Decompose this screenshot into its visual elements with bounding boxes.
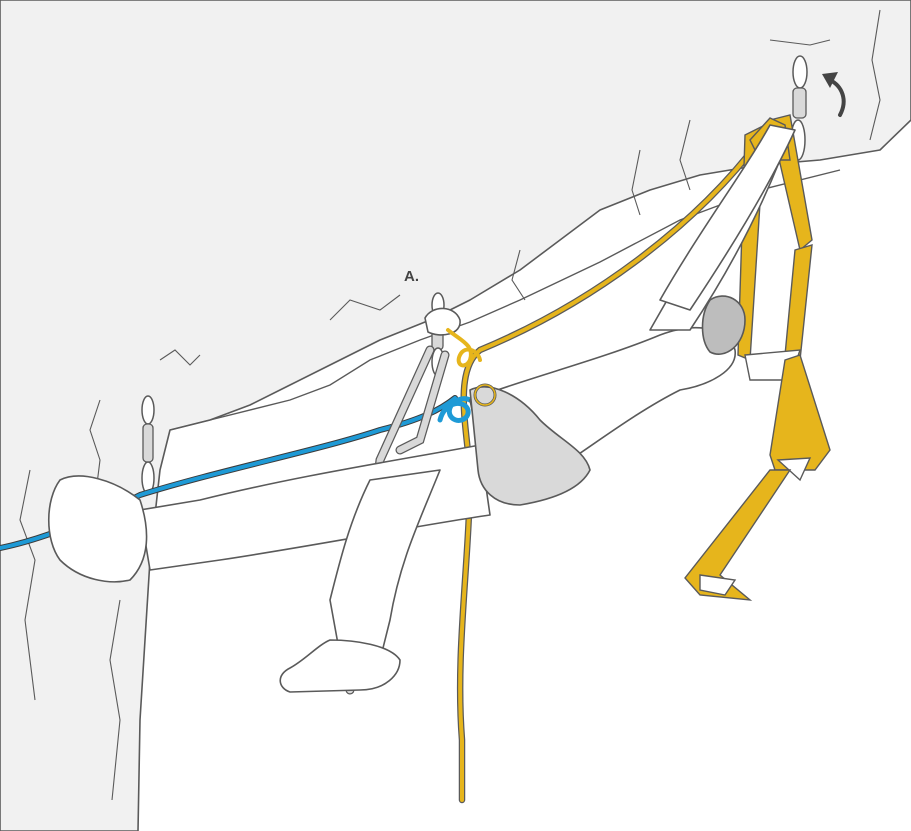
climber-hand bbox=[424, 307, 461, 336]
arrow-head-icon bbox=[822, 72, 838, 88]
climber-leg bbox=[139, 444, 491, 571]
rock-crack bbox=[631, 149, 641, 216]
rock-crack bbox=[159, 349, 201, 366]
yellow-knot bbox=[446, 328, 482, 368]
rock-crack bbox=[869, 9, 881, 141]
rock-crack bbox=[109, 599, 121, 801]
rock-crack bbox=[329, 294, 401, 321]
rock-crack bbox=[769, 39, 831, 46]
climber-arm bbox=[659, 124, 796, 311]
harness bbox=[469, 386, 591, 506]
climber bbox=[47, 124, 796, 693]
belay-ring bbox=[474, 384, 496, 406]
rock-crack bbox=[511, 249, 526, 301]
rock-crack bbox=[19, 469, 36, 701]
climber-foot bbox=[279, 639, 401, 693]
rock-crack bbox=[679, 119, 691, 191]
blue-knot bbox=[437, 392, 481, 423]
climber-foot bbox=[47, 475, 148, 583]
yellow-rope-fill bbox=[458, 138, 762, 802]
climber-head bbox=[701, 295, 746, 355]
anchor-label-a: A. bbox=[404, 268, 419, 285]
quickdraw-icon bbox=[141, 395, 155, 495]
